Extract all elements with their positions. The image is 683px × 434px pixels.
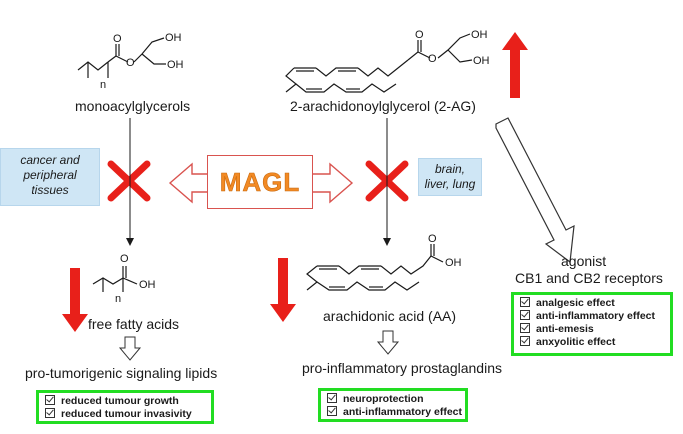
receptors-label: CB1 and CB2 receptors [515,270,663,286]
checkbox-icon [45,395,55,405]
increase-arrow-icon [502,32,528,98]
effect-item: anxyolitic effect [520,336,664,349]
effect-item: anti-emesis [520,323,664,336]
effect-item: analgesic effect [520,297,664,310]
ffa-down-arrow [118,336,142,361]
brain-tissues-line2: liver, lung [424,177,476,191]
mag-subscript-n: n [100,79,106,91]
cancer-tissues-line2: peripheral [23,168,77,182]
mag-carbonyl-o: O [113,33,122,45]
tumour-effects-box: reduced tumour growth reduced tumour inv… [36,390,214,424]
agonist-label: agonist [561,253,607,269]
cross-left-icon [107,160,151,202]
agonist-arrow [495,117,575,264]
decrease-arrow-middle-icon [270,258,296,322]
effect-item: reduced tumour growth [45,395,205,408]
cancer-tissues-line3: tissues [31,183,69,197]
mag-oh-top: OH [165,32,182,44]
ffa-structure: O OH n [92,253,156,305]
cancer-tissues-line1: cancer and [20,153,80,167]
aa-down-arrow [376,330,400,355]
two-ag-oh-top: OH [471,29,488,41]
checkbox-icon [327,406,337,416]
ffa-label: free fatty acids [88,316,180,332]
two-ag-ester-o: O [428,53,437,65]
prostaglandin-effects-box: neuroprotection anti-inflammatory effect [318,388,468,422]
two-ag-to-aa-arrow [383,118,391,246]
magl-label: MAGL [219,166,301,197]
effect-item: reduced tumour invasivity [45,408,205,421]
two-ag-structure: O O OH OH [285,29,490,93]
effect-item: anti-inflammatory effect [520,310,664,323]
brain-tissues-box: brain, liver, lung [418,158,482,196]
magl-box: MAGL [207,155,313,209]
mag-to-ffa-arrow [126,118,134,246]
checkbox-icon [520,297,530,307]
effect-item: anti-inflammatory effect [327,406,462,419]
checkbox-icon [45,408,55,418]
pro-inflammatory-label: pro-inflammatory prostaglandins [302,360,502,376]
two-ag-carbonyl-o: O [415,29,424,41]
aa-carbonyl-o: O [428,233,437,245]
two-ag-label: 2-arachidonoylglycerol (2-AG) [290,98,476,114]
ffa-oh: OH [139,279,156,291]
checkbox-icon [520,310,530,320]
aa-structure: O OH [306,233,462,291]
monoacylglycerol-structure: O O OH OH n [77,32,184,91]
ffa-carbonyl-o: O [120,253,129,265]
mag-oh-bottom: OH [167,59,184,71]
checkbox-icon [520,336,530,346]
mag-ester-o: O [126,57,135,69]
effect-item: neuroprotection [327,393,459,406]
monoacylglycerols-label: monoacylglycerols [75,98,191,114]
decrease-arrow-left-icon [62,268,88,332]
aa-label: arachidonic acid (AA) [323,308,457,324]
checkbox-icon [520,323,530,333]
receptor-effects-box: analgesic effect anti-inflammatory effec… [511,292,673,356]
aa-oh: OH [445,257,462,269]
brain-tissues-line1: brain, [434,162,466,176]
two-ag-oh-bottom: OH [473,55,490,67]
cancer-tissues-box: cancer and peripheral tissues [0,148,100,206]
ffa-subscript-n: n [115,293,121,305]
pro-tumorigenic-label: pro-tumorigenic signaling lipids [25,365,218,381]
checkbox-icon [327,393,337,403]
